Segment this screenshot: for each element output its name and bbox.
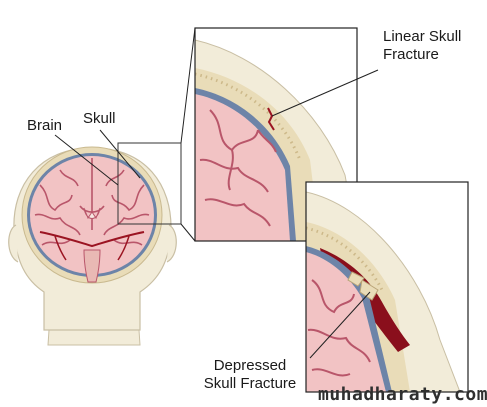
depressed-bone-fragment-2 (347, 271, 365, 287)
coronal-head-section (8, 142, 182, 346)
depressed-fracture-leader (309, 291, 371, 359)
skull-leader (99, 129, 141, 179)
linear-fracture-label-line1: Linear Skull (383, 28, 462, 45)
vessel-branch-right (117, 235, 130, 261)
depressed-bone-fragment (359, 279, 379, 301)
bone-dots (306, 226, 384, 291)
brainstem (83, 249, 101, 283)
skull-label: Skull (83, 110, 116, 127)
leader-lines (54, 27, 379, 359)
linear-fracture-crack (267, 107, 275, 131)
inset-connector-top (180, 27, 196, 144)
inset-connector-bottom (180, 223, 196, 242)
depressed-fracture-label-line1: Depressed (213, 357, 287, 374)
brain-layer (195, 94, 290, 241)
right-ear (166, 224, 177, 263)
detail-inset-box (117, 142, 182, 225)
watermark-text: muhadharaty.com (318, 384, 487, 405)
brain-gyri (307, 279, 371, 377)
left-ear (8, 224, 19, 263)
brain-gyri (34, 158, 150, 246)
ventricles (83, 207, 101, 220)
brain-gyri (199, 109, 277, 227)
linear-fracture-leader (271, 69, 379, 117)
depressed-fracture-label-line2: Skull Fracture (203, 375, 297, 392)
brain-label: Brain (27, 117, 63, 134)
vessel-branch-left (54, 235, 67, 261)
brain-leader (54, 134, 119, 186)
scalp-layer (195, 28, 357, 175)
depressed-fracture-inset (305, 181, 469, 393)
linear-fracture-label-line2: Fracture (383, 46, 439, 63)
cerebral-vessels (39, 231, 145, 248)
